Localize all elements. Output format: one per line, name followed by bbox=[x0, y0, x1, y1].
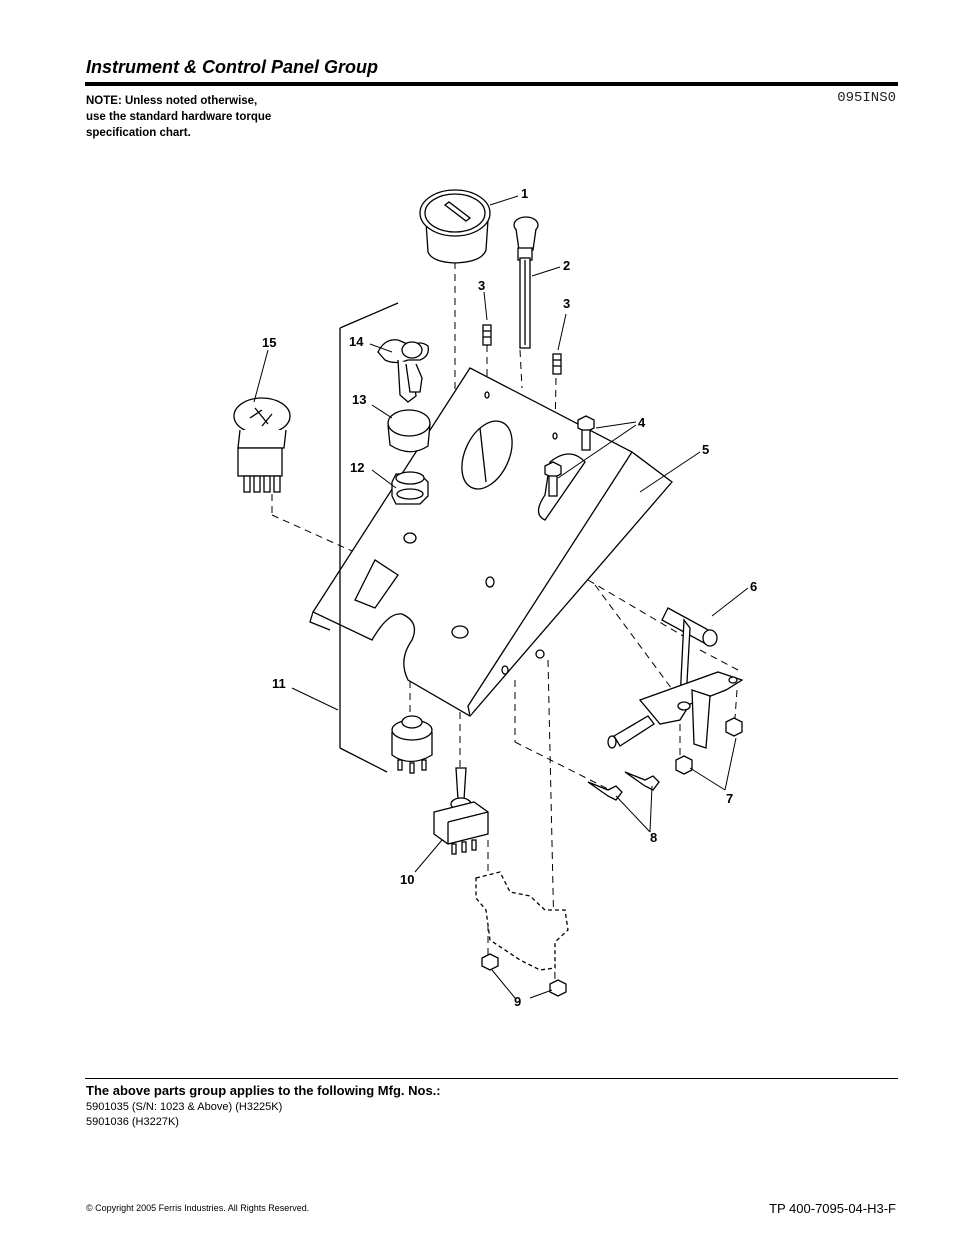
document-number: TP 400-7095-04-H3-F bbox=[769, 1201, 896, 1216]
title-rule bbox=[85, 82, 898, 86]
callout-10: 10 bbox=[400, 872, 414, 887]
callout-3a: 3 bbox=[478, 278, 485, 293]
mfg-number: 5901036 (H3227K) bbox=[86, 1116, 179, 1128]
knob-1 bbox=[419, 189, 491, 264]
note-line: NOTE: Unless noted otherwise, bbox=[86, 95, 258, 107]
callout-9: 9 bbox=[514, 994, 521, 1009]
callout-3b: 3 bbox=[563, 296, 570, 311]
pto-switch-15 bbox=[233, 397, 291, 493]
callout-13: 13 bbox=[352, 392, 366, 407]
callout-1: 1 bbox=[521, 186, 528, 201]
nuts-9 bbox=[481, 953, 567, 997]
copyright: © Copyright 2005 Ferris Industries. All … bbox=[86, 1203, 310, 1213]
mfg-number: 5901035 (S/N: 1023 & Above) (H3225K) bbox=[86, 1101, 283, 1113]
footer-rule bbox=[85, 1078, 898, 1079]
callout-4: 4 bbox=[638, 415, 646, 430]
nut-12 bbox=[391, 471, 429, 505]
note-line: use the standard hardware torque bbox=[86, 111, 272, 123]
callout-7: 7 bbox=[726, 791, 733, 806]
toggle-switch-10 bbox=[433, 767, 489, 855]
callout-labels: 1 2 3 3 4 5 6 7 8 9 10 11 12 13 14 15 bbox=[262, 186, 757, 1009]
callout-2: 2 bbox=[563, 258, 570, 273]
callout-15: 15 bbox=[262, 335, 276, 350]
applies-heading: The above parts group applies to the fol… bbox=[86, 1083, 441, 1098]
choke-cable-2 bbox=[513, 216, 539, 349]
callout-8: 8 bbox=[650, 830, 657, 845]
ignition-switch bbox=[391, 715, 433, 774]
callout-5: 5 bbox=[702, 442, 709, 457]
key-14 bbox=[377, 339, 429, 403]
instrument-panel bbox=[309, 367, 673, 717]
page-title: Instrument & Control Panel Group bbox=[86, 57, 379, 77]
screws-8 bbox=[587, 771, 660, 801]
screws-3 bbox=[482, 324, 562, 375]
callout-12: 12 bbox=[350, 460, 364, 475]
drawing-code: 095INS0 bbox=[837, 90, 896, 106]
bracket-11 bbox=[339, 302, 399, 773]
nuts-7 bbox=[675, 717, 743, 775]
callout-14: 14 bbox=[349, 334, 364, 349]
bolts-4 bbox=[544, 415, 595, 497]
note-line: specification chart. bbox=[86, 127, 191, 139]
cap-13 bbox=[387, 409, 431, 453]
callout-6: 6 bbox=[750, 579, 757, 594]
throttle-lever-6 bbox=[607, 607, 744, 749]
casting-9 bbox=[475, 871, 569, 971]
leader-lines bbox=[253, 195, 749, 999]
callout-11: 11 bbox=[272, 676, 286, 691]
torque-note: NOTE: Unless noted otherwise, use the st… bbox=[86, 93, 326, 141]
